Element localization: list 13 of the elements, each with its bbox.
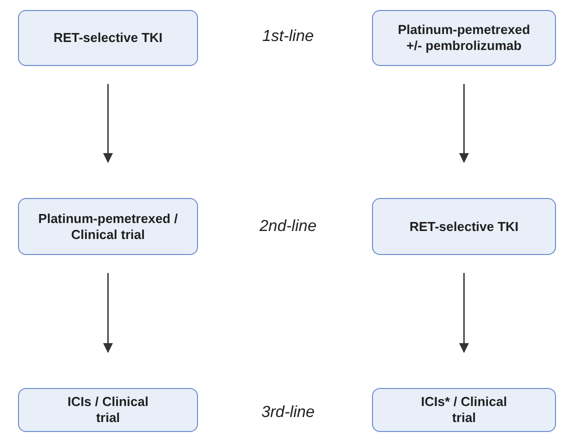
arrow [459, 273, 469, 353]
arrow [103, 273, 113, 353]
treatment-box: RET-selective TKI [18, 10, 198, 66]
treatment-box: Platinum-pemetrexed / Clinical trial [18, 198, 198, 255]
treatment-box: RET-selective TKI [372, 198, 556, 255]
line-label: 2nd-line [258, 218, 318, 236]
treatment-box: ICIs / Clinical trial [18, 388, 198, 432]
arrow [459, 84, 469, 163]
line-label: 1st-line [261, 28, 315, 46]
line-label: 3rd-line [260, 404, 316, 422]
treatment-box: ICIs* / Clinical trial [372, 388, 556, 432]
treatment-box: Platinum-pemetrexed +/- pembrolizumab [372, 10, 556, 66]
arrow [103, 84, 113, 163]
